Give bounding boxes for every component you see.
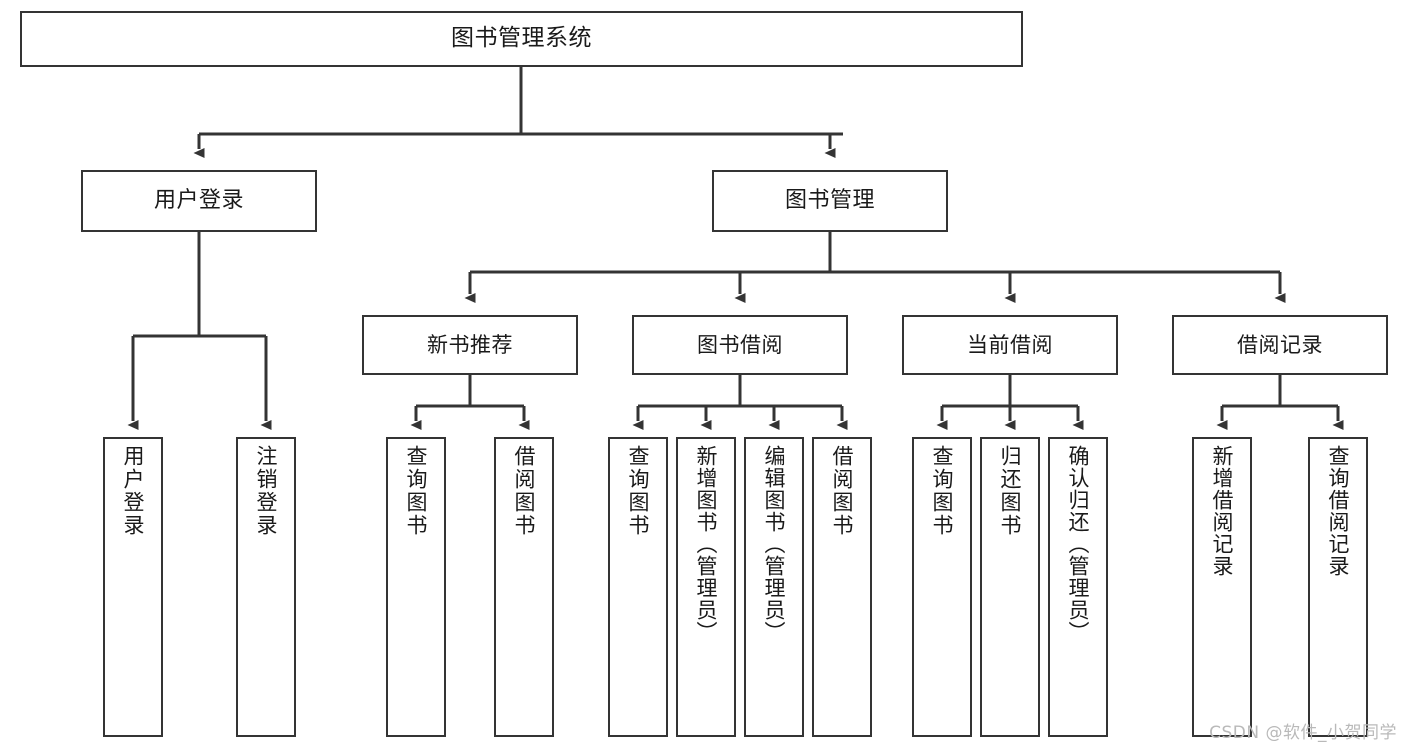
node-label: 用户登录: [153, 188, 244, 214]
node-book-management[interactable]: 图书管理: [712, 170, 948, 232]
node-book-borrowing[interactable]: 图书借阅: [632, 315, 848, 375]
leaf-current-confirm-return-admin[interactable]: 确认归还（管理员）: [1048, 437, 1108, 737]
node-label: 用户登录: [121, 445, 146, 537]
leaf-user-login-logout[interactable]: 注销登录: [236, 437, 296, 737]
leaf-new-book-borrow-books[interactable]: 借阅图书: [494, 437, 554, 737]
node-label: 借阅记录: [1237, 332, 1323, 357]
node-label: 新增借阅记录: [1210, 445, 1235, 577]
node-label: 图书管理系统: [451, 25, 592, 52]
leaf-user-login-login[interactable]: 用户登录: [103, 437, 163, 737]
leaf-borrow-borrow-books[interactable]: 借阅图书: [812, 437, 872, 737]
csdn-watermark: CSDN @软件_小贺同学: [1209, 723, 1397, 743]
node-label: 新书推荐: [427, 332, 513, 357]
node-label: 借阅图书: [512, 445, 537, 537]
node-label: 查询借阅记录: [1326, 445, 1351, 577]
node-current-borrowing[interactable]: 当前借阅: [902, 315, 1118, 375]
node-label: 注销登录: [254, 445, 279, 537]
node-label: 查询图书: [930, 445, 955, 537]
leaf-borrow-edit-book-admin[interactable]: 编辑图书（管理员）: [744, 437, 804, 737]
node-label: 确认归还（管理员）: [1066, 445, 1091, 643]
leaf-record-add-borrow-record[interactable]: 新增借阅记录: [1192, 437, 1252, 737]
node-label: 查询图书: [404, 445, 429, 537]
leaf-record-query-borrow-record[interactable]: 查询借阅记录: [1308, 437, 1368, 737]
node-label: 编辑图书（管理员）: [762, 445, 787, 643]
node-label: 新增图书（管理员）: [694, 445, 719, 643]
node-root-book-management-system[interactable]: 图书管理系统: [20, 11, 1023, 67]
node-label: 借阅图书: [830, 445, 855, 537]
leaf-new-book-query-books[interactable]: 查询图书: [386, 437, 446, 737]
node-user-login[interactable]: 用户登录: [81, 170, 317, 232]
node-label: 图书借阅: [697, 332, 783, 357]
node-label: 查询图书: [626, 445, 651, 537]
leaf-current-return-books[interactable]: 归还图书: [980, 437, 1040, 737]
node-label: 当前借阅: [967, 332, 1053, 357]
leaf-borrow-add-book-admin[interactable]: 新增图书（管理员）: [676, 437, 736, 737]
leaf-borrow-query-books[interactable]: 查询图书: [608, 437, 668, 737]
node-new-book-recommendation[interactable]: 新书推荐: [362, 315, 578, 375]
node-borrowing-records[interactable]: 借阅记录: [1172, 315, 1388, 375]
node-label: 归还图书: [998, 445, 1023, 537]
node-label: 图书管理: [784, 188, 875, 214]
leaf-current-query-books[interactable]: 查询图书: [912, 437, 972, 737]
